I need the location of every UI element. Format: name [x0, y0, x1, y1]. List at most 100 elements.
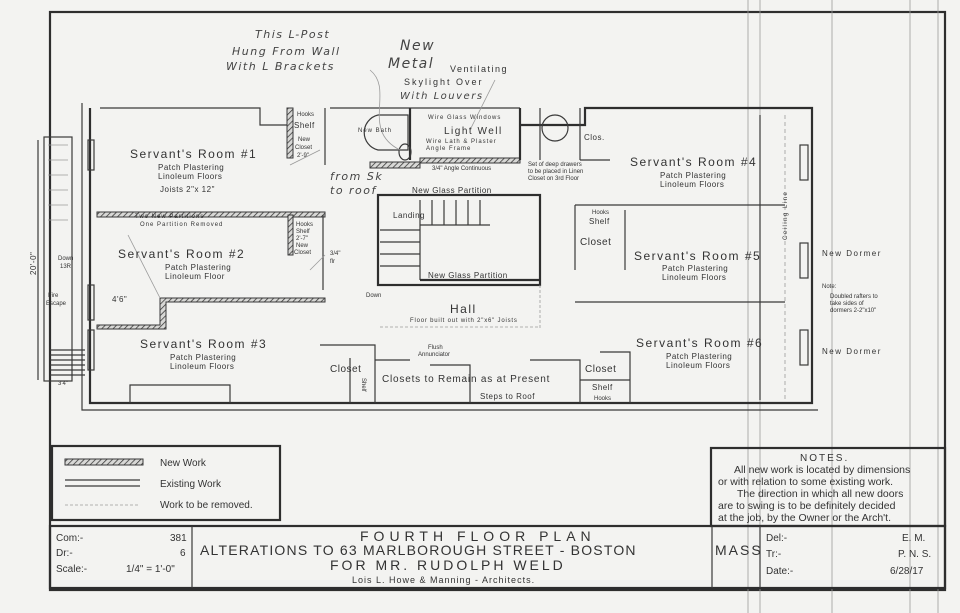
tr-label: Tr:- — [766, 549, 781, 560]
notes-line: or with relation to some existing work. — [718, 476, 893, 488]
landing-label: Landing — [393, 211, 425, 220]
legend-new-work: New Work — [160, 458, 207, 469]
sheet-border — [48, 10, 947, 592]
glass-partition-note: New Glass Partition — [428, 271, 508, 280]
dormer-note: dormers 2-2"x10" — [830, 308, 876, 314]
height-dimension: 20'-0" — [29, 252, 38, 275]
closet-label: Closet — [585, 364, 616, 375]
down-label: Down — [58, 256, 73, 262]
room-note: Patch Plastering — [666, 352, 732, 361]
del-value: E. M. — [902, 533, 925, 544]
down-label: Down — [366, 293, 381, 299]
date-value: 6/28/17 — [890, 566, 924, 577]
client-title: FOR MR. RUDOLPH WELD — [330, 557, 566, 573]
shelf-label: Shelf — [296, 229, 310, 235]
notes-line: All new work is located by dimensions — [734, 464, 910, 476]
closet-label: New — [296, 243, 309, 249]
room-label-servants-6: Servant's Room #6 — [636, 336, 763, 350]
shelf-label: Shelf — [592, 383, 613, 392]
hooks-label: Hooks — [296, 222, 313, 228]
room-label-servants-2: Servant's Room #2 — [118, 247, 245, 261]
stair — [376, 193, 542, 330]
room-label-servants-1: Servant's Room #1 — [130, 147, 257, 161]
partitions — [96, 107, 785, 403]
tr-value: P. N. S. — [898, 549, 931, 560]
dormer-note: Note: — [822, 284, 837, 290]
annunciator-label: Annunciator — [418, 352, 450, 358]
room-note: Patch Plastering — [170, 353, 236, 362]
dimension-label: 4'6" — [112, 295, 127, 304]
dr-label: Dr:- — [56, 548, 73, 559]
room-note: Patch Plastering — [662, 264, 728, 273]
new-bath-label: New Bath — [358, 128, 392, 134]
skylight-note: Ventilating — [450, 64, 508, 74]
notes-line: at the job, by the Owner or the Arch't. — [718, 512, 891, 524]
steps-to-roof-label: Steps to Roof — [480, 392, 535, 401]
skylight-note: Skylight Over — [404, 77, 484, 87]
title-block: Com:- 381 Dr:- 6 Scale:- 1/4" = 1'-0" FO… — [48, 524, 947, 590]
closet-label: Clos. — [584, 133, 605, 142]
lpost-note-line: Hung From Wall — [232, 45, 341, 58]
down-label: 13R — [60, 264, 72, 270]
project-state: MASS — [715, 542, 763, 558]
closet-dimension: 2'-9" — [297, 153, 309, 159]
dormer-note: Doubled rafters to — [830, 294, 878, 300]
partitions-note: One Partition Removed — [140, 222, 223, 228]
hooks-label: Hooks — [592, 210, 609, 216]
ceiling-line-label: Ceiling Line — [783, 191, 789, 240]
floor-note: flr — [330, 259, 335, 265]
room-label-servants-5: Servant's Room #5 — [634, 249, 761, 263]
light-well-label: Light Well — [444, 126, 503, 137]
room-note: Linoleum Floors — [662, 273, 726, 282]
floor-note: 3/4" — [330, 251, 340, 257]
room-note: Patch Plastering — [660, 171, 726, 180]
glass-partition-note: New Glass Partition — [412, 186, 492, 195]
legend-work-removed: Work to be removed. — [160, 500, 253, 511]
closet-label: Closet — [330, 364, 361, 375]
room-note: Linoleum Floor — [165, 272, 225, 281]
fire-escape-label: Fire — [48, 293, 59, 299]
skylight-note-new: New — [400, 38, 435, 54]
room-note: Linoleum Floors — [158, 172, 222, 181]
project-title: ALTERATIONS TO 63 MARLBOROUGH STREET - B… — [200, 542, 637, 558]
com-value: 381 — [170, 533, 187, 544]
room-label-servants-4: Servant's Room #4 — [630, 155, 757, 169]
drawers-note: to be placed in Linen — [528, 169, 583, 175]
notes-line: are to swing is to be definitely decided — [718, 500, 896, 512]
dormer-note: take sides of — [830, 301, 864, 307]
dr-value: 6 — [180, 548, 186, 559]
scale-value: 1/4" = 1'-0" — [126, 564, 175, 575]
shelf-label: Shelf — [589, 217, 610, 226]
hooks-label: Hooks — [297, 112, 314, 118]
building-outline — [37, 103, 818, 411]
notes-line: The direction in which all new doors — [737, 488, 903, 500]
dimension-label: 3'4" — [58, 381, 68, 387]
room-note: Patch Plastering — [158, 163, 224, 172]
closet-label: New — [298, 137, 311, 143]
closet-dimension: 2'-7" — [296, 236, 308, 242]
wire-lath-label: Angle Frame — [426, 146, 471, 152]
skylight-note-metal: Metal — [388, 56, 434, 72]
to-roof-note: to roof — [330, 184, 378, 197]
legend-new-work-swatch — [64, 458, 144, 466]
room-label-servants-3: Servant's Room #3 — [140, 337, 267, 351]
com-label: Com:- — [56, 533, 83, 544]
notes-heading: NOTES. — [800, 453, 849, 464]
architects-line: Lois L. Howe & Manning - Architects. — [352, 575, 535, 585]
new-dormer-label: New Dormer — [822, 249, 882, 258]
room-note: Linoleum Floors — [660, 180, 724, 189]
shelf-label: Shelf — [360, 378, 366, 392]
room-note: Linoleum Floors — [170, 362, 234, 371]
from-skylight-note: from Sk — [330, 170, 383, 183]
date-label: Date:- — [766, 566, 793, 577]
legend: New Work Existing Work Work to be remove… — [50, 444, 282, 522]
skylight-note: With Louvers — [400, 91, 484, 102]
annunciator-label: Flush — [428, 345, 443, 351]
partitions-note: Two New Partitions — [135, 214, 204, 220]
hooks-label: Hooks — [594, 396, 611, 402]
del-label: Del:- — [766, 533, 787, 544]
room-note: Patch Plastering — [165, 263, 231, 272]
joists-note: Joists 2"x 12" — [160, 185, 215, 194]
